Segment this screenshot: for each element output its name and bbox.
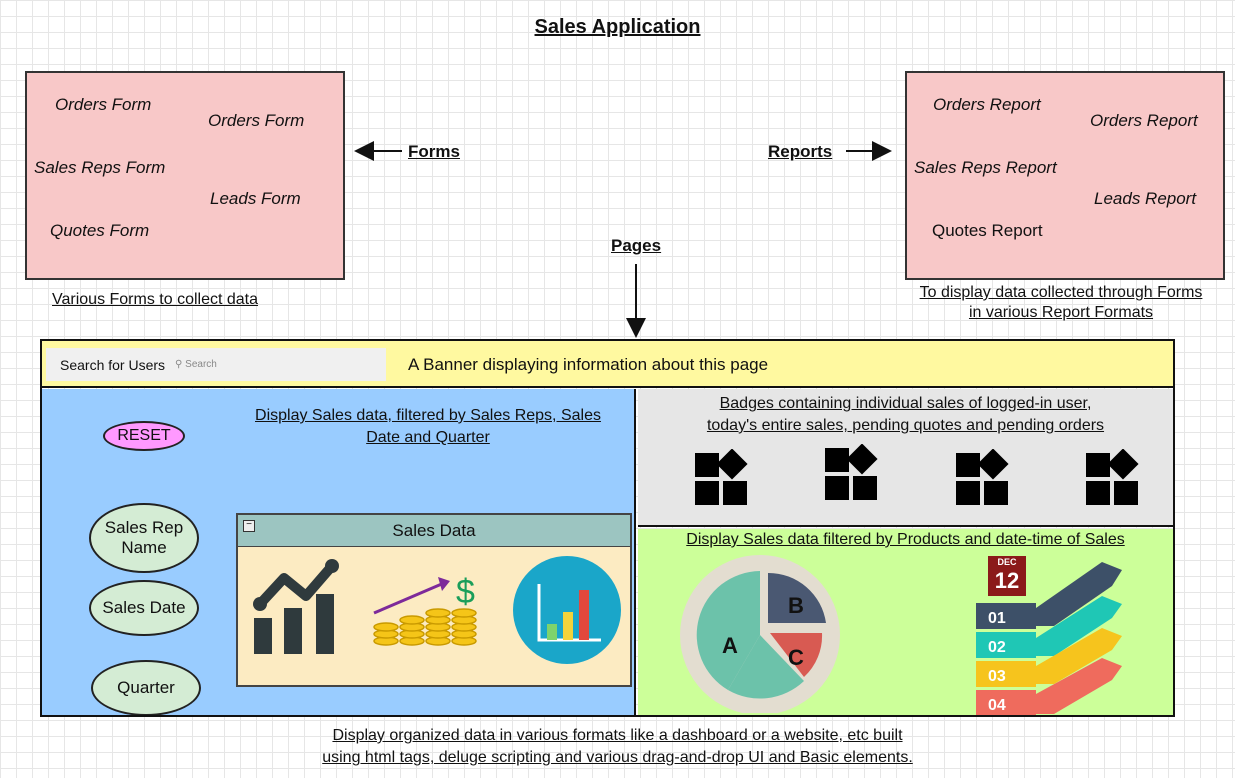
pie-label-b: B — [788, 593, 804, 618]
reports-item: Leads Report — [1094, 189, 1197, 208]
forms-item: Orders Form — [55, 95, 152, 114]
reports-box — [905, 71, 1225, 280]
bar-chart-circle-icon — [513, 556, 621, 664]
grey-panel-heading-line1: Badges containing individual sales of lo… — [719, 395, 1092, 412]
reports-item: Orders Report — [1090, 111, 1198, 130]
svg-text:$: $ — [456, 573, 475, 611]
pie-label-a: A — [722, 633, 738, 658]
pie-chart-icon: B A C — [680, 555, 840, 713]
calendar-month: DEC — [997, 557, 1017, 567]
reports-caption-line2: in various Report Formats — [968, 304, 1154, 321]
sales-date-filter[interactable]: Sales Date — [89, 580, 199, 636]
diagram-title: Sales Application — [534, 16, 701, 38]
search-users-box[interactable]: Search for Users ⚲ Search — [46, 348, 386, 381]
reports-item: Orders Report — [933, 95, 1041, 114]
calendar-day: 12 — [994, 568, 1020, 593]
sales-rep-name-filter[interactable]: Sales Rep Name — [89, 503, 199, 573]
quarter-filter[interactable]: Quarter — [91, 660, 201, 716]
page-frame — [40, 339, 1175, 717]
search-input[interactable]: ⚲ Search — [175, 359, 217, 370]
forms-item: Leads Form — [210, 189, 301, 208]
collapse-icon[interactable]: − — [243, 520, 255, 532]
reset-label: RESET — [117, 427, 171, 444]
steps-infographic: 01 02 03 04 — [976, 562, 1122, 716]
step-label: 02 — [988, 639, 1006, 656]
step-label: 04 — [988, 697, 1006, 714]
pages-arrow-label: Pages — [611, 236, 662, 255]
footer-line2: using html tags, deluge scripting and va… — [322, 749, 913, 766]
calendar-icon: DEC 12 — [988, 556, 1026, 596]
forms-item: Orders Form — [208, 111, 305, 130]
filter-label: Sales Date — [102, 598, 186, 617]
step-label: 01 — [988, 610, 1006, 627]
forms-item: Quotes Form — [50, 221, 150, 240]
blue-panel-heading-line2: Date and Quarter — [366, 429, 490, 446]
green-panel-heading: Display Sales data filtered by Products … — [686, 531, 1125, 548]
reset-button[interactable]: RESET — [103, 421, 185, 451]
coins-growth-icon: $ — [373, 573, 477, 646]
widgets-icon[interactable] — [693, 449, 753, 509]
sales-data-widget-title: Sales Data — [392, 520, 476, 540]
search-placeholder: Search — [185, 359, 217, 370]
widgets-icon[interactable] — [954, 449, 1014, 509]
footer-line1: Display organized data in various format… — [332, 727, 903, 744]
grey-panel-heading-line2: today's entire sales, pending quotes and… — [706, 417, 1105, 434]
sales-data-widget-header: Sales Data — [238, 515, 630, 547]
trend-chart-icon — [253, 559, 339, 654]
forms-box — [25, 71, 345, 280]
widgets-icon[interactable] — [823, 444, 883, 504]
reports-item: Quotes Report — [932, 221, 1043, 240]
filter-label: Quarter — [117, 678, 175, 697]
filter-label: Sales Rep Name — [104, 518, 184, 557]
reports-item: Sales Reps Report — [914, 158, 1057, 177]
widgets-icon[interactable] — [1084, 449, 1144, 509]
forms-item: Sales Reps Form — [34, 158, 166, 177]
banner-text: A Banner displaying information about th… — [408, 355, 769, 374]
search-label: Search for Users — [60, 356, 166, 373]
reports-arrow-label: Reports — [768, 142, 833, 161]
forms-caption: Various Forms to collect data — [52, 291, 259, 308]
forms-arrow-label: Forms — [408, 142, 460, 161]
pie-label-c: C — [788, 645, 804, 670]
reports-caption-line1: To display data collected through Forms — [919, 284, 1203, 301]
step-label: 03 — [988, 668, 1006, 685]
search-icon: ⚲ — [175, 359, 183, 370]
blue-panel-heading-line1: Display Sales data, filtered by Sales Re… — [255, 407, 601, 424]
